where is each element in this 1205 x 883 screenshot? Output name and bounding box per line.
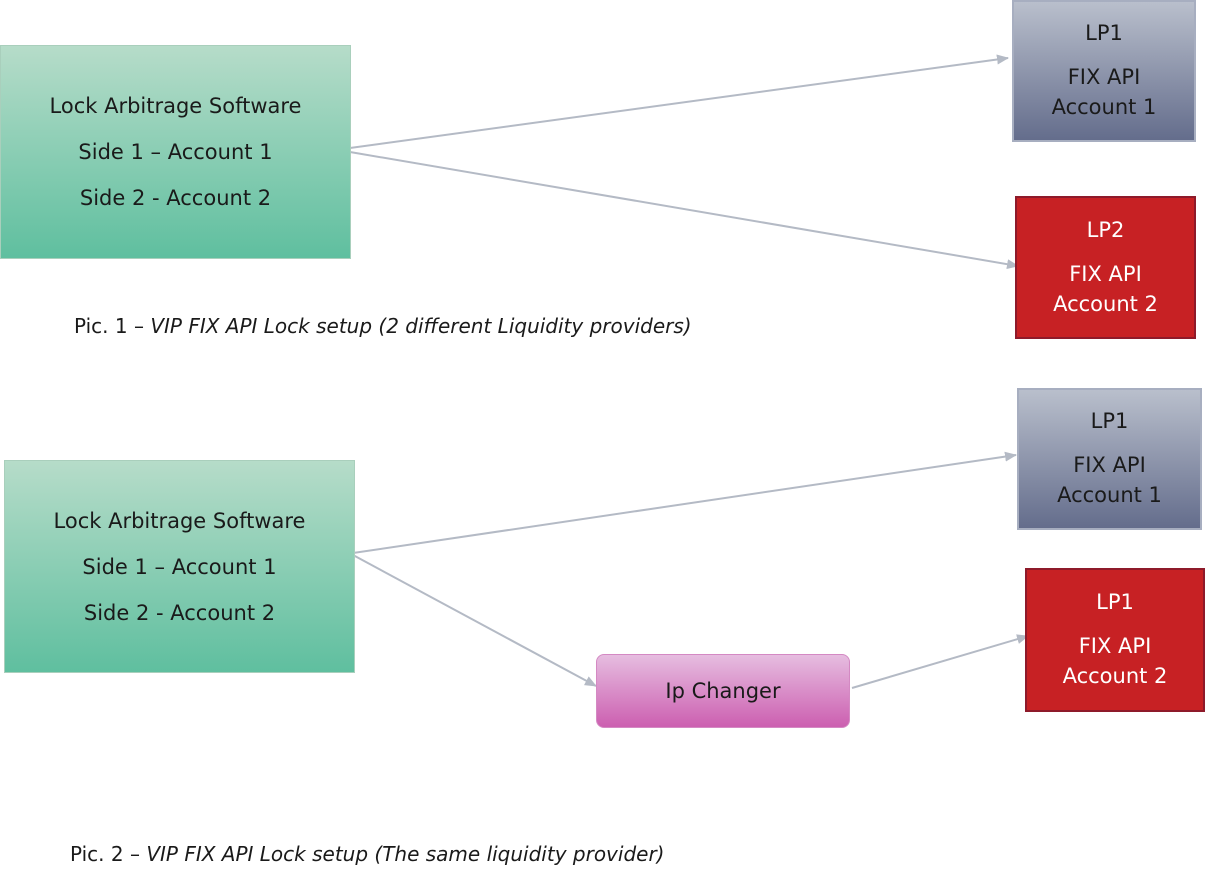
software-box-2: Lock Arbitrage Software Side 1 – Account… [4,460,355,673]
lp2-box-1: LP2 FIX API Account 2 [1015,196,1196,339]
lp-name: LP1 [1096,590,1134,614]
lp1-box-2: LP1 FIX API Account 1 [1017,388,1202,530]
software-side2: Side 2 - Account 2 [83,600,276,625]
lp-account: Account 2 [1062,664,1168,688]
software-side2: Side 2 - Account 2 [79,186,272,210]
caption-text: VIP FIX API Lock setup (2 different Liqu… [150,314,692,338]
caption-pic-1: Pic. 1 – VIP FIX API Lock setup (2 diffe… [74,314,692,338]
lp-red-box-2: LP1 FIX API Account 2 [1025,568,1205,712]
lp-name: LP1 [1090,409,1129,433]
lp-name: LP2 [1086,217,1125,242]
lp1-box-1: LP1 FIX API Account 1 [1012,0,1196,142]
arrow-software2-to-lp1 [352,451,1017,554]
arrow-ip-changer-to-lp [851,634,1029,689]
software-title: Lock Arbitrage Software [53,508,306,533]
lp-api: FIX API [1067,65,1141,89]
arrow-software2-to-ip-changer [352,554,597,687]
lp-account: Account 1 [1051,95,1157,119]
software-box-1: Lock Arbitrage Software Side 1 – Account… [0,45,351,259]
lp-api: FIX API [1069,261,1142,286]
lp-name: LP1 [1085,21,1123,45]
caption-prefix: Pic. 1 – [74,314,151,338]
lp-api: FIX API [1078,634,1152,658]
arrow-software1-to-lp1 [349,54,1009,149]
ip-changer-box: Ip Changer [596,654,850,728]
ip-changer-label: Ip Changer [665,679,781,703]
software-title: Lock Arbitrage Software [49,94,302,118]
caption-pic-2: Pic. 2 – VIP FIX API Lock setup (The sam… [70,842,664,866]
caption-prefix: Pic. 2 – [70,842,147,866]
arrow-software1-to-lp2 [349,151,1019,270]
software-side1: Side 1 – Account 1 [82,554,277,579]
lp-account: Account 1 [1057,483,1162,507]
lp-account: Account 2 [1053,291,1158,316]
lp-api: FIX API [1073,453,1146,477]
software-side1: Side 1 – Account 1 [78,140,273,164]
caption-text: VIP FIX API Lock setup (The same liquidi… [146,842,665,866]
